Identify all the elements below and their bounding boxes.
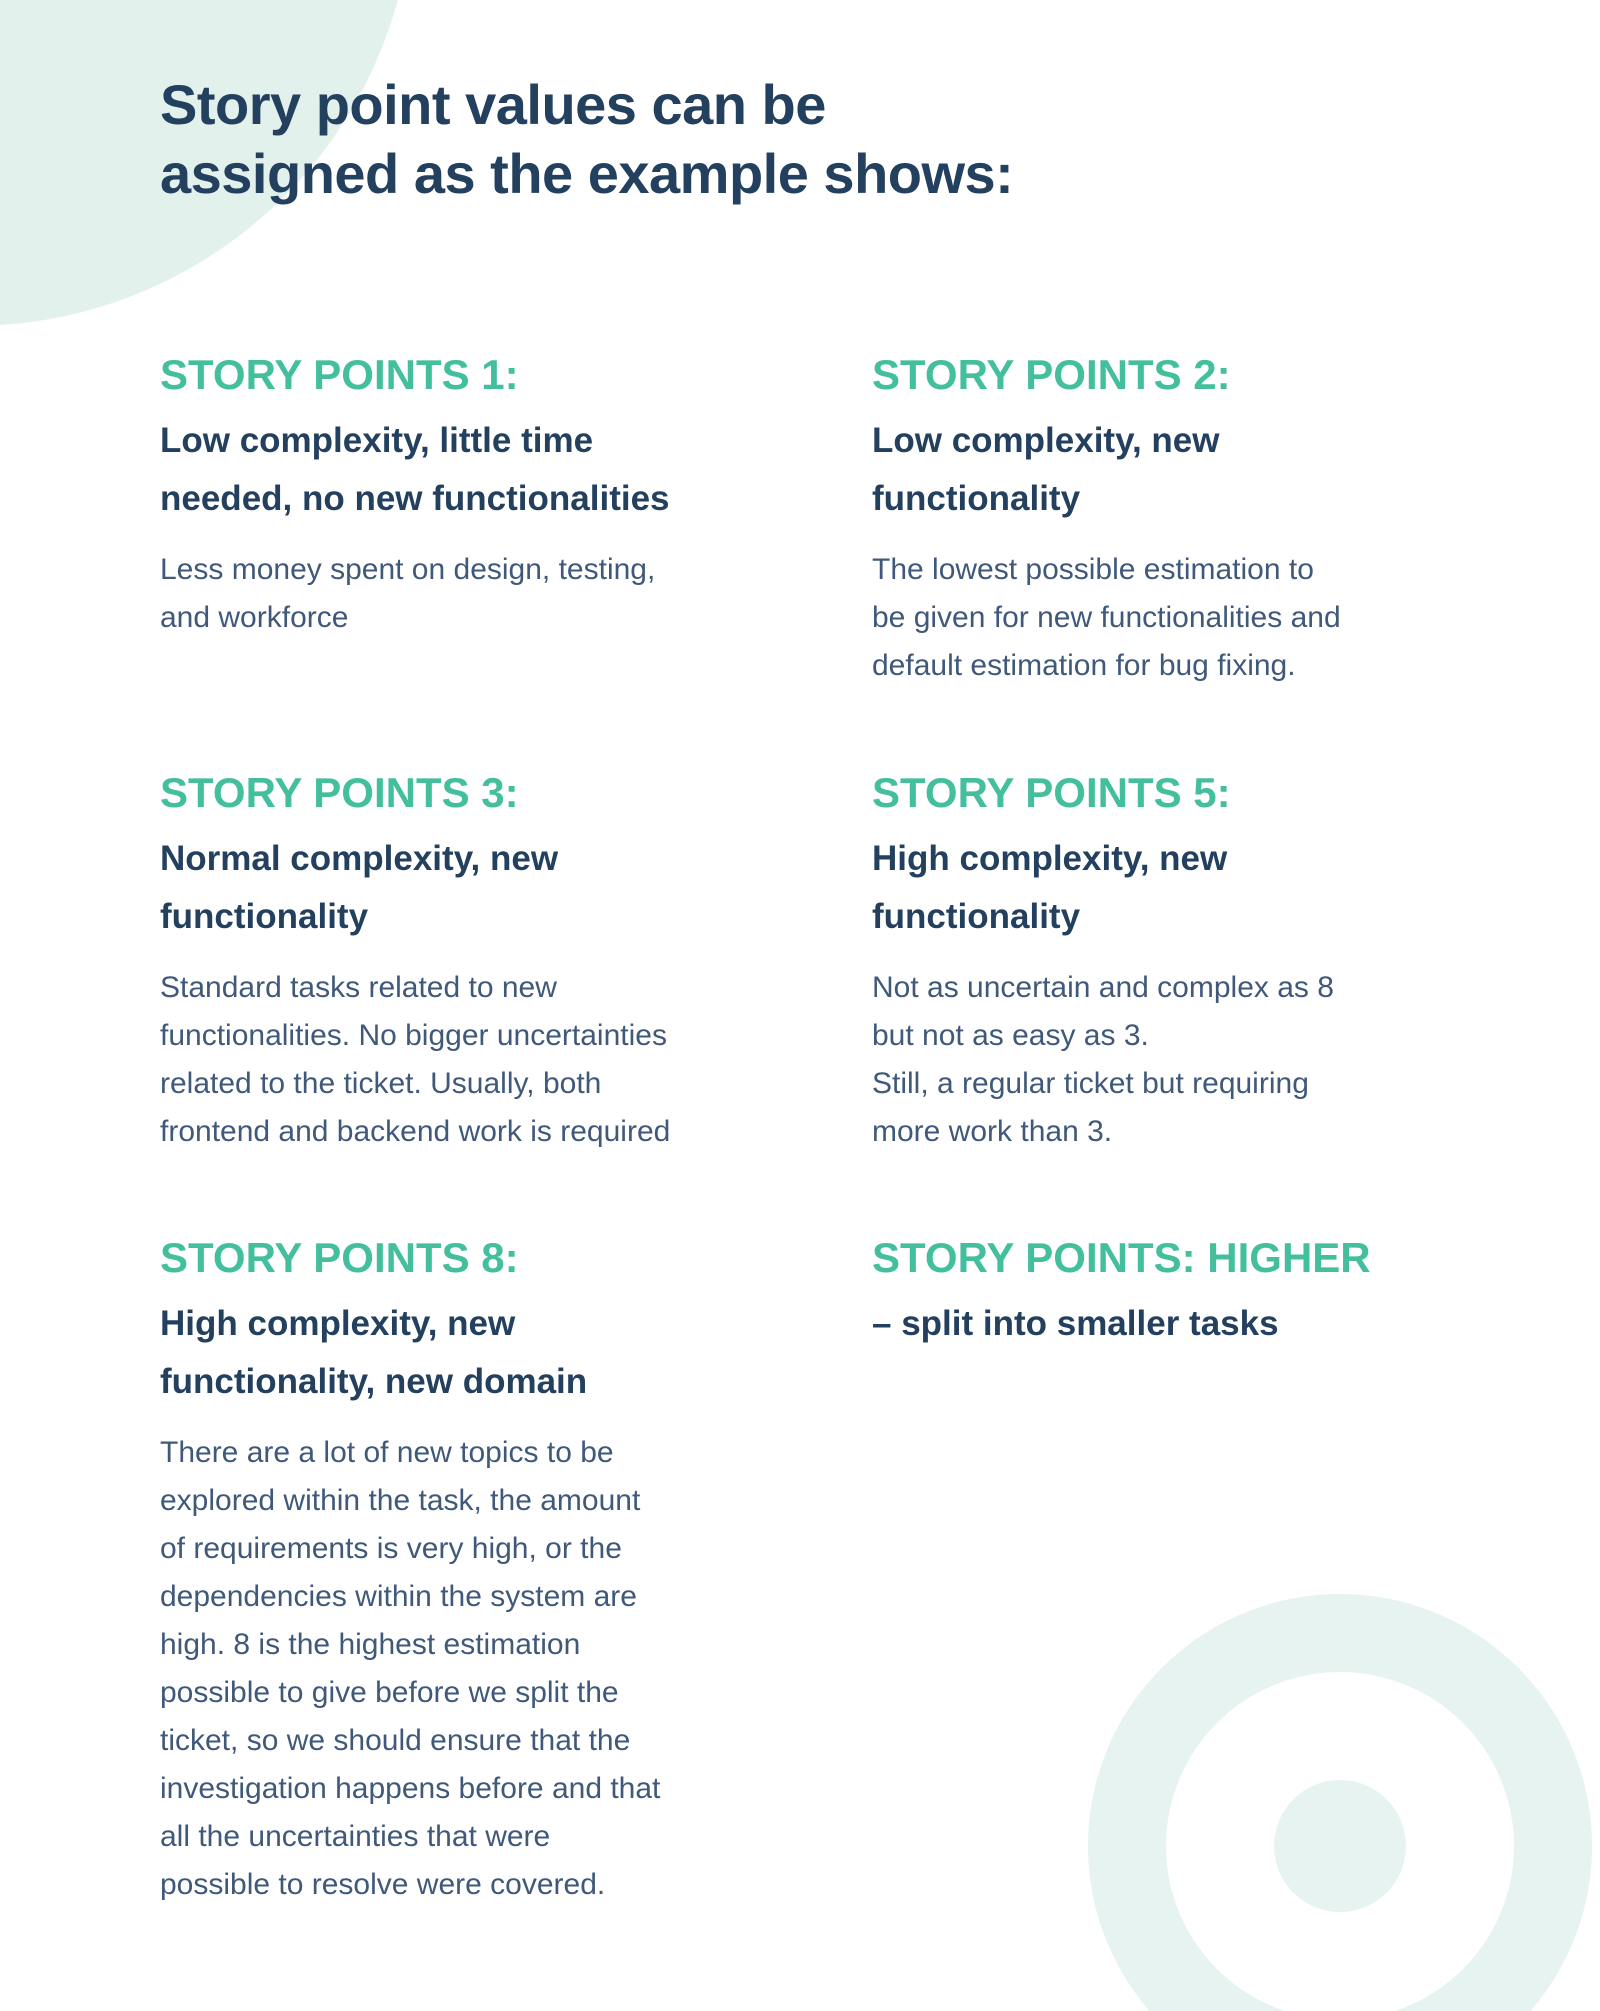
story-points-8-section: STORY POINTS 8: High complexity, new fun… <box>160 1233 850 1909</box>
section-heading: STORY POINTS: HIGHER <box>872 1234 1371 1281</box>
section-body: Not as uncertain and complex as 8 but no… <box>872 971 1334 1148</box>
story-points-1-section: STORY POINTS 1: Low complexity, little t… <box>160 350 830 642</box>
section-body: The lowest possible estimation to be giv… <box>872 553 1341 682</box>
story-points-5-section: STORY POINTS 5: High complexity, new fun… <box>872 768 1532 1156</box>
section-body: Standard tasks related to new functional… <box>160 971 671 1148</box>
section-body: There are a lot of new topics to be expl… <box>160 1436 661 1901</box>
section-subheading: High complexity, new functionality, new … <box>160 1304 588 1401</box>
section-body: Less money spent on design, testing, and… <box>160 553 656 634</box>
section-heading: STORY POINTS 1: <box>160 351 519 398</box>
bullseye-dot-decoration <box>1274 1780 1406 1912</box>
section-heading: STORY POINTS 2: <box>872 351 1231 398</box>
section-heading: STORY POINTS 5: <box>872 769 1231 816</box>
section-subheading: – split into smaller tasks <box>872 1304 1279 1343</box>
section-subheading: High complexity, new functionality <box>872 839 1228 936</box>
section-subheading: Normal complexity, new functionality <box>160 839 559 936</box>
section-subheading: Low complexity, little time needed, no n… <box>160 421 670 518</box>
story-points-higher-section: STORY POINTS: HIGHER – split into smalle… <box>872 1233 1562 1371</box>
page-title: Story point values can be assigned as th… <box>160 73 1014 205</box>
section-subheading: Low complexity, new functionality <box>872 421 1220 518</box>
section-heading: STORY POINTS 3: <box>160 769 519 816</box>
section-heading: STORY POINTS 8: <box>160 1234 519 1281</box>
story-points-2-section: STORY POINTS 2: Low complexity, new func… <box>872 350 1532 690</box>
story-points-3-section: STORY POINTS 3: Normal complexity, new f… <box>160 768 850 1156</box>
